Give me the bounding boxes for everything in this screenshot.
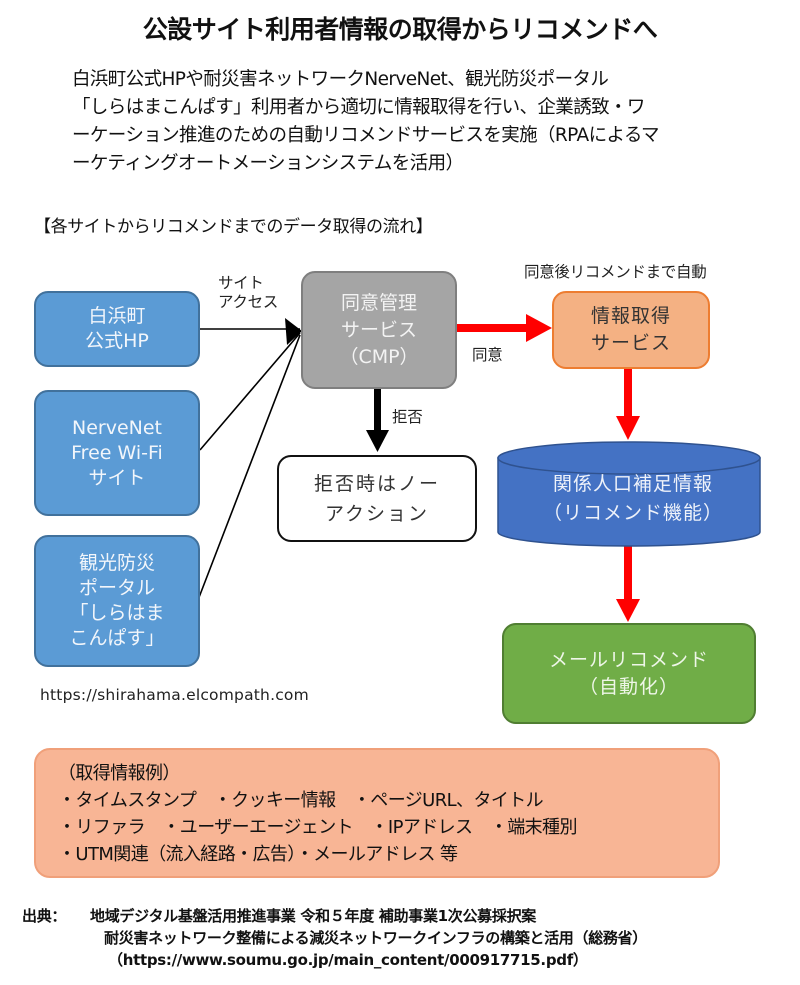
acquire-box-label: 情報取得 サービス bbox=[590, 305, 671, 354]
access-arrow-nervenet bbox=[199, 332, 301, 451]
intro-line: ーケーション推進のための自動リコメンドサービスを実施（RPAによるマ bbox=[72, 125, 660, 146]
intro-line: ーケティングオートメーションシステムを活用） bbox=[72, 153, 464, 174]
portal-url: https://shirahama.elcompath.com bbox=[40, 686, 309, 704]
source-url: （https://www.soumu.go.jp/main_content/00… bbox=[108, 951, 588, 969]
acquire-to-db-shaft bbox=[624, 368, 632, 418]
source-box-label: NerveNet Free Wi-Fi サイト bbox=[71, 416, 163, 489]
source-box-nervenet: NerveNet Free Wi-Fi サイト bbox=[34, 390, 200, 516]
flow-heading: 【各サイトからリコメンドまでのデータ取得の流れ】 bbox=[34, 217, 433, 237]
intro-line: 白浜町公式HPや耐災害ネットワークNerveNet、観光防災ポータル bbox=[72, 69, 609, 90]
source-box-portal: 観光防災 ポータル 「しらはま こんぱす」 bbox=[34, 535, 200, 667]
cmp-box-label: 同意管理 サービス （CMP） bbox=[339, 291, 419, 368]
reject-box: 拒否時はノー アクション bbox=[277, 455, 477, 542]
examples-heading: （取得情報例） bbox=[58, 763, 180, 784]
consent-arrowhead bbox=[526, 314, 552, 342]
source-box-label: 白浜町 公式HP bbox=[85, 305, 149, 352]
intro-text: 白浜町公式HPや耐災害ネットワークNerveNet、観光防災ポータル 「しらはま… bbox=[72, 66, 752, 178]
consent-label: 同意 bbox=[472, 346, 503, 364]
mail-recommend-box: メールリコメンド （自動化） bbox=[502, 623, 756, 724]
access-arrowhead bbox=[285, 318, 302, 345]
cmp-box: 同意管理 サービス （CMP） bbox=[301, 271, 457, 389]
reject-box-label: 拒否時はノー アクション bbox=[313, 472, 440, 525]
mail-recommend-label: メールリコメンド （自動化） bbox=[548, 648, 709, 698]
acquire-to-db-arrowhead bbox=[616, 416, 640, 440]
examples-line: ・UTM関連（流入経路・広告）・メールアドレス 等 bbox=[58, 844, 458, 865]
acquire-box: 情報取得 サービス bbox=[552, 291, 710, 369]
source-line: 地域デジタル基盤活用推進事業 令和５年度 補助事業1次公募採択案 bbox=[90, 907, 536, 925]
examples-line: ・リファラ ・ユーザーエージェント ・IPアドレス ・端末種別 bbox=[58, 817, 577, 838]
db-to-mail-arrowhead bbox=[616, 599, 640, 622]
database-cylinder bbox=[497, 441, 761, 547]
page-title: 公設サイト利用者情報の取得からリコメンドへ bbox=[142, 15, 658, 44]
source-box-official-hp: 白浜町 公式HP bbox=[34, 291, 200, 367]
database-label: 関係人口補足情報 （リコメンド機能） bbox=[542, 473, 723, 524]
auto-label: 同意後リコメンドまで自動 bbox=[524, 263, 707, 281]
intro-line: 「しらはまこんぱす」利用者から適切に情報取得を行い、企業誘致・ワ bbox=[72, 97, 645, 118]
source-label: 出典： bbox=[22, 907, 67, 925]
acquired-info-examples: （取得情報例） ・タイムスタンプ ・クッキー情報 ・ページURL、タイトル ・リ… bbox=[34, 748, 720, 878]
reject-label: 拒否 bbox=[392, 408, 423, 426]
source-line: 耐災害ネットワーク整備による減災ネットワークインフラの構築と活用（総務省） bbox=[104, 929, 648, 947]
reject-arrow-shaft bbox=[374, 388, 381, 432]
consent-arrow-shaft bbox=[456, 324, 528, 332]
source-citation: 出典： 地域デジタル基盤活用推進事業 令和５年度 補助事業1次公募採択案 耐災害ネ… bbox=[22, 905, 647, 971]
source-box-label: 観光防災 ポータル 「しらはま こんぱす」 bbox=[69, 552, 165, 649]
examples-line: ・タイムスタンプ ・クッキー情報 ・ページURL、タイトル bbox=[58, 790, 544, 811]
access-arrow-portal bbox=[197, 334, 301, 601]
db-to-mail-shaft bbox=[624, 545, 632, 601]
site-access-label: サイト アクセス bbox=[218, 274, 279, 311]
reject-arrowhead bbox=[366, 430, 389, 452]
